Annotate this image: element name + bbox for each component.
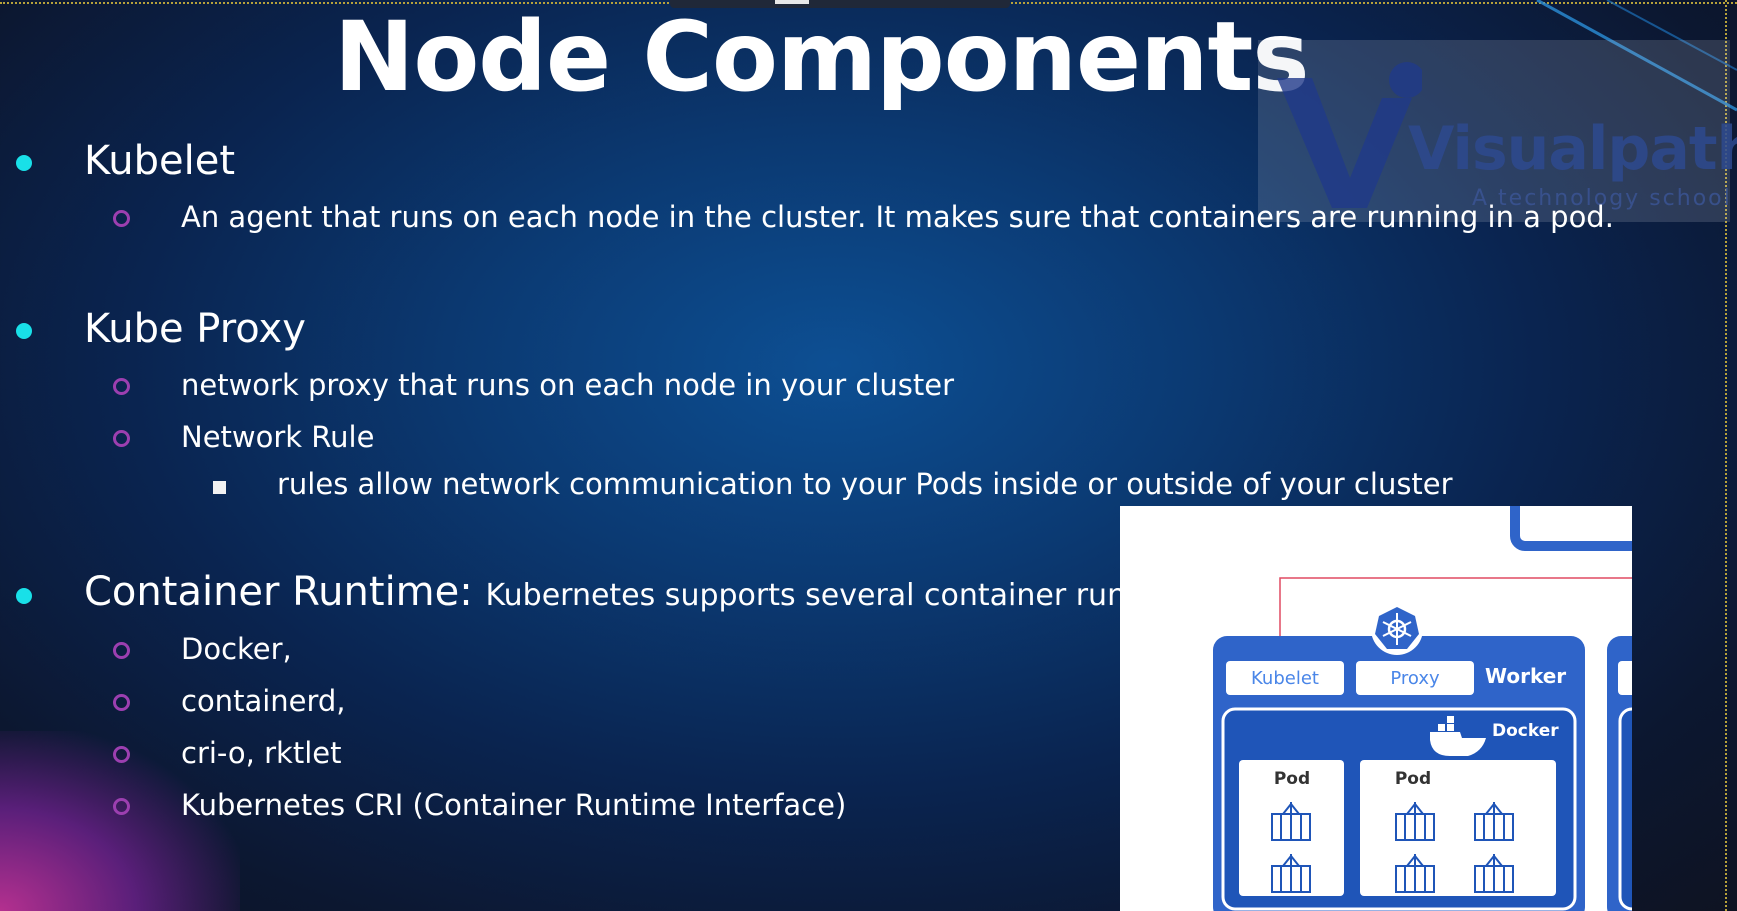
pod-label: Pod [1395,769,1431,789]
section-heading-container-runtime: Container Runtime: Kubernetes supports s… [84,568,1175,620]
container-runtime-heading-tail: Kubernetes supports several container ru… [485,578,1176,613]
runtime-item-docker: Docker, [181,632,292,666]
section-bullet-icon [16,155,32,171]
worker-label: Worker [1485,664,1566,688]
container-icon [1474,854,1514,893]
worker-node-diagram-svg: Kubelet Proxy Worker Docker Pod Pod [1213,506,1632,911]
master-node-fragment [1510,506,1632,551]
sub-bullet-icon [113,746,130,763]
container-icon [1395,854,1435,893]
kubelet-link-line [1279,577,1632,656]
kubelet-box-label: Kubelet [1251,668,1319,689]
next-node-docker-fragment [1618,707,1632,911]
visualpath-watermark: Visualpath A technology school [1258,40,1737,222]
container-icon [1395,802,1435,841]
visualpath-logo-icon [1277,62,1422,208]
kubernetes-helm-icon [1371,603,1423,655]
worker-node-diagram: Kubelet Proxy Worker Docker Pod Pod [1120,506,1632,911]
proxy-box-label: Proxy [1390,668,1440,689]
sub-bullet-icon [113,642,130,659]
sub-bullet-icon [113,694,130,711]
section-bullet-icon [16,588,32,604]
corner-light-streaks [1536,0,1737,112]
section-heading-kube-proxy: Kube Proxy [84,306,306,352]
container-runtime-heading: Container Runtime: [84,569,473,615]
square-bullet-icon [213,481,226,494]
kubelet-box [1226,661,1344,695]
watermark-tagline: A technology school [1472,186,1732,211]
sub-bullet-icon [113,430,130,447]
section-heading-kubelet: Kubelet [84,138,235,184]
top-tab-decoration [670,0,1010,8]
container-icon [1271,854,1311,893]
network-rule-item: Network Rule [181,420,375,454]
runtime-item-containerd: containerd, [181,684,346,718]
pod-label: Pod [1274,769,1310,789]
kube-proxy-description: network proxy that runs on each node in … [181,368,954,402]
container-icon [1271,802,1311,841]
sub-bullet-icon [113,798,130,815]
slide-title: Node Components [334,1,1309,113]
runtime-item-cri: Kubernetes CRI (Container Runtime Interf… [181,788,847,822]
top-tab-mark [775,0,809,4]
frame-right-border [1725,0,1727,911]
docker-label: Docker [1492,721,1559,741]
docker-whale-icon [1430,716,1486,756]
proxy-box [1356,661,1474,695]
next-node-kubelet-fragment [1618,661,1632,695]
watermark-brand: Visualpath [1408,114,1737,184]
kubelet-description: An agent that runs on each node in the c… [181,200,1614,234]
container-icon [1474,802,1514,841]
sub-bullet-icon [113,378,130,395]
pod-box [1360,760,1556,896]
runtime-item-cri-o: cri-o, rktlet [181,736,342,770]
sub-bullet-icon [113,210,130,227]
section-bullet-icon [16,323,32,339]
network-rule-detail: rules allow network communication to you… [277,467,1453,501]
